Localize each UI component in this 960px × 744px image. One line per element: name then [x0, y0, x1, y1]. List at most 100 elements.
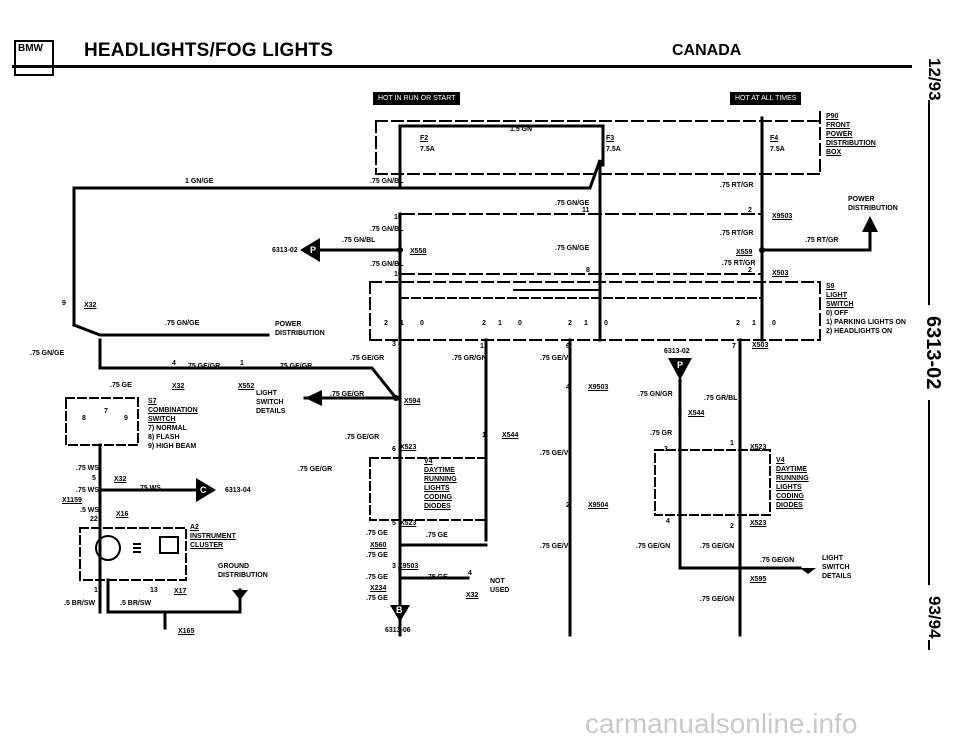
ref-letter: C — [200, 485, 207, 495]
bmw-logo-text: BMW — [18, 43, 43, 54]
fuse-f3-rating: 7.5A — [606, 146, 621, 153]
switch-position: 2 — [482, 320, 486, 327]
drl-line: V4 — [776, 457, 785, 464]
connector-label: X523 — [750, 444, 767, 451]
pin-number: 1 — [480, 343, 484, 350]
s7-line: S7 — [148, 398, 157, 405]
pin-number: 1 — [240, 360, 244, 367]
connector-label: X9503 — [588, 384, 609, 391]
wire-label: .75 WS — [76, 465, 99, 472]
light-switch-details-label: LIGHT SWITCH DETAILS — [256, 390, 285, 415]
s7-line: 7) NORMAL — [148, 425, 187, 432]
switch-position: 1 — [400, 320, 404, 327]
power-dist-line: DISTRIBUTION — [275, 330, 325, 337]
drl-right-label: V4 DAYTIME RUNNING LIGHTS CODING DIODES — [776, 457, 809, 509]
connector-label: X594 — [404, 398, 421, 405]
wire-label: .75 GE — [366, 595, 388, 602]
wire-label: .75 GE — [426, 532, 448, 539]
drl-line: DIODES — [424, 503, 451, 510]
wire-label: .75 GN/BL — [370, 261, 404, 268]
fuse-box-line: P90 — [826, 113, 839, 120]
wire-label: .75 GN/GE — [555, 200, 590, 207]
drl-line: LIGHTS — [776, 484, 802, 491]
wire-label: .75 RT/GR — [720, 182, 754, 189]
fuse-f4-rating: 7.5A — [770, 146, 785, 153]
ref-letter: P — [310, 245, 317, 255]
wire-label: .75 GN/GE — [555, 245, 590, 252]
connector-label: X16 — [116, 511, 129, 518]
pin-number: 2 — [748, 267, 752, 274]
connector-label: X523 — [750, 520, 767, 527]
connector-label: X9503 — [398, 563, 419, 570]
switch-position: 2 — [568, 320, 572, 327]
wire-label: .75 RT/GR — [805, 237, 839, 244]
connector-label: X595 — [750, 576, 767, 583]
wire-label: .5 WS — [80, 507, 100, 514]
switch-position: 1 — [498, 320, 502, 327]
cluster-line: CLUSTER — [190, 542, 224, 549]
wire-label: .75 GE/GN — [760, 557, 795, 564]
wire-label: .75 GN/GR — [638, 391, 673, 398]
light-switch-s9-label: S9 LIGHT SWITCH 0) OFF 1) PARKING LIGHTS… — [826, 283, 906, 335]
pin-number: 11 — [582, 207, 590, 214]
s9-line: 0) OFF — [826, 310, 849, 317]
pin-number: 9 — [124, 415, 128, 422]
connector-label: X560 — [370, 542, 387, 549]
pin-number: 4 — [566, 384, 570, 391]
wire-label: .75 GN/BL — [370, 178, 404, 185]
power-distribution-label-2: POWER DISTRIBUTION — [275, 321, 325, 337]
connector-label: X559 — [736, 249, 753, 256]
pin-number: 1 — [94, 587, 98, 594]
switch-position: 0 — [420, 320, 424, 327]
connector-label: X9504 — [588, 502, 609, 509]
pin-number: 7 — [732, 343, 736, 350]
ground-symbol — [232, 590, 248, 600]
ref-page-label: 6313-04 — [225, 487, 251, 494]
pin-number: 5 — [92, 475, 96, 482]
drl-left-label: V4 DAYTIME RUNNING LIGHTS CODING DIODES — [424, 458, 457, 510]
wire-label: .5 BR/SW — [120, 600, 152, 607]
details-line: SWITCH — [822, 564, 850, 571]
switch-position: 2 — [384, 320, 388, 327]
switch-position: 2 — [736, 320, 740, 327]
details-arrow — [305, 390, 322, 406]
power-dist-line: POWER — [275, 321, 302, 328]
power-dist-line: DISTRIBUTION — [848, 205, 898, 212]
wire-rtgr-to-pdist — [760, 228, 872, 252]
ref-page-label: 6313-02 — [664, 348, 690, 355]
pin-number: 2 — [730, 523, 734, 530]
wire-label: .75 GE/VI — [540, 543, 571, 550]
side-rule-3 — [928, 640, 930, 650]
s9-line: LIGHT — [826, 292, 847, 299]
side-model: 93/94 — [925, 596, 944, 639]
connector-label: X503 — [752, 342, 769, 349]
drl-line: RUNNING — [776, 475, 809, 482]
drl-line: CODING — [776, 493, 804, 500]
light-switch-details-label-2: LIGHT SWITCH DETAILS — [822, 555, 851, 580]
fuse-f4-name: F4 — [770, 135, 779, 142]
switch-position: 0 — [604, 320, 608, 327]
pin-number: 8 — [586, 267, 590, 274]
p-ref-arrow — [300, 238, 320, 262]
junction-x559 — [759, 247, 765, 253]
drl-line: DAYTIME — [424, 467, 455, 474]
connector-label: X503 — [772, 270, 789, 277]
s9-line: 2) HEADLIGHTS ON — [826, 328, 893, 335]
ref-page-label: 6313-06 — [385, 627, 411, 634]
cluster-box — [79, 527, 187, 581]
s7-line: COMBINATION — [148, 407, 198, 414]
cluster-display-icon — [159, 536, 179, 554]
not-used-label: NOT USED — [490, 578, 509, 594]
cluster-line: INSTRUMENT — [190, 533, 236, 540]
fuse-box-line: DISTRIBUTION — [826, 140, 876, 147]
connector-label: X523 — [400, 520, 417, 527]
pin-number: 5 — [392, 520, 396, 527]
combo-switch-box — [65, 397, 139, 446]
wire-label: .75 GE/GR — [278, 363, 313, 370]
connector-label: X523 — [400, 444, 417, 451]
side-page: 6313-02 — [922, 316, 944, 390]
wire-label: .75 WS — [138, 485, 161, 492]
connector-label: X558 — [410, 248, 427, 255]
pin-number: 1 — [482, 432, 486, 439]
wire-label: .75 GE/GN — [700, 543, 735, 550]
